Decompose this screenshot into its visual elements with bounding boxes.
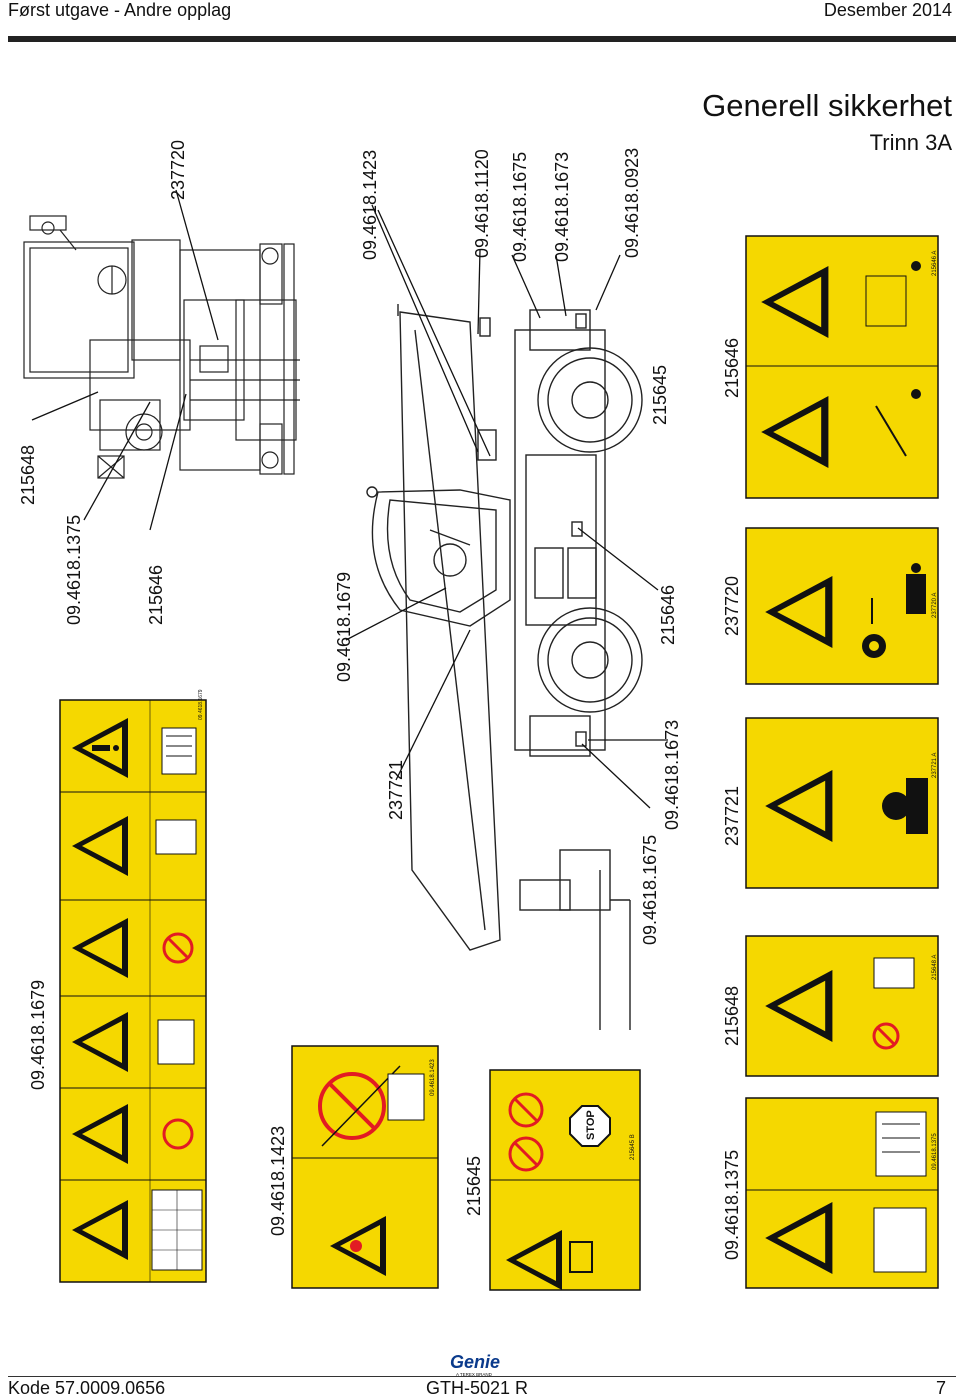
decal-code-215645: 215645 B: [630, 1134, 636, 1160]
decal-code-1679: 09.4618.1679: [198, 689, 204, 720]
decal-1679: [59, 699, 207, 1283]
decal-code-1423: 09.4618.1423: [430, 1059, 436, 1096]
decal-code-215646: 215646 A: [932, 251, 938, 276]
stop-sign-text: STOP: [585, 1110, 597, 1140]
machine-top-view: [23, 215, 300, 479]
page-subtitle: Trinn 3A: [869, 130, 952, 155]
decal-code-237721: 237721 A: [932, 753, 938, 778]
decal-1375: [745, 1097, 939, 1289]
logo-brand: Genie: [450, 1352, 500, 1372]
page-title: Generell sikkerhet: [702, 88, 952, 123]
logo-tagline: A TEREX BRAND: [456, 1372, 493, 1377]
page-number: 7: [935, 1378, 946, 1398]
decal-215646: [745, 235, 939, 499]
decal-code-237720: 237720 A: [932, 593, 938, 618]
decal-215648: [745, 935, 939, 1077]
footer-model: GTH-5021 R: [426, 1378, 529, 1398]
machine-side-view: [366, 304, 643, 1030]
decal-code-215648: 215648 A: [932, 955, 938, 980]
decal-215645: STOP: [489, 1069, 641, 1291]
header-rule: [8, 36, 956, 42]
decal-1423: [291, 1045, 439, 1289]
footer-code: Kode 57.0009.0656: [8, 1378, 166, 1398]
decal-code-1375: 09.4618.1375: [932, 1133, 938, 1170]
decal-237720: [745, 527, 939, 685]
footer-rule: [8, 1376, 956, 1377]
decal-237721: [745, 717, 939, 889]
header-date: Desember 2014: [823, 0, 952, 20]
genie-logo: Genie A TEREX BRAND: [450, 1352, 500, 1377]
header-edition: Først utgave - Andre opplag: [8, 0, 232, 20]
